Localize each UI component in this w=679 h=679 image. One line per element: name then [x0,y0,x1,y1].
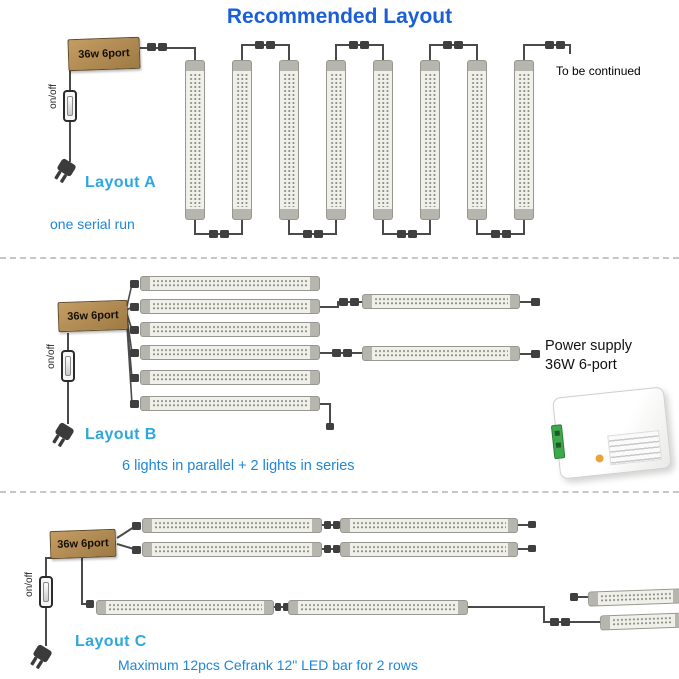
power-supply-terminal-icon [550,424,566,460]
power-switch-a [63,90,77,122]
led-bar-c4 [340,542,518,557]
led-bar-a5 [373,60,393,220]
led-bar-b4 [140,345,320,360]
led-bar-b8 [362,346,520,361]
led-bar-c8 [599,612,679,631]
power-supply-body [550,386,672,480]
layout-a-description: one serial run [50,216,135,232]
power-supply-note-line2: 36W 6-port [545,357,617,373]
led-bar-b7 [362,294,520,309]
layout-c-label: Layout C [75,633,147,650]
led-bar-b5 [140,370,320,385]
layout-c-description: Maximum 12pcs Cefrank 12" LED bar for 2 … [118,657,418,673]
power-switch-b [61,350,75,382]
section-divider-1 [0,257,679,259]
power-supply-label [607,430,663,466]
power-plug-icon-a [54,158,76,183]
led-bar-c2 [340,518,518,533]
led-bar-b2 [140,299,320,314]
connectors-layout-b [130,280,540,430]
led-bar-a2 [232,60,252,220]
led-bar-a6 [420,60,440,220]
layout-b-description: 6 lights in parallel + 2 lights in serie… [122,458,355,474]
led-bar-a4 [326,60,346,220]
led-bar-c3 [142,542,322,557]
led-bar-b1 [140,276,320,291]
switch-rocker-icon [65,356,71,376]
switch-rocker-icon [67,96,73,116]
led-bar-c7 [587,588,679,607]
led-bar-c6 [288,600,468,615]
layout-b-label: Layout B [85,426,157,443]
led-bar-c5 [96,600,274,615]
led-bar-b6 [140,396,320,411]
led-bar-a8 [514,60,534,220]
layout-a-label: Layout A [85,174,157,191]
power-plug-icon-c [30,644,52,669]
section-divider-2 [0,491,679,493]
power-plug-icon-b [52,422,74,447]
power-switch-c [39,576,53,608]
led-bar-a7 [467,60,487,220]
led-bar-a1 [185,60,205,220]
connectors-layout-c [86,521,578,626]
power-supply-note-line1: Power supply [545,338,633,354]
led-bar-b3 [140,322,320,337]
connectors-layout-a [147,41,565,238]
wiring-layout-a [69,44,571,235]
power-supply-image [550,386,672,480]
page-title: Recommended Layout [226,5,453,28]
to-be-continued-note: To be continued [556,64,641,78]
switch-rocker-icon [43,582,49,602]
power-supply-indicator-icon [595,454,604,463]
led-bar-c1 [142,518,322,533]
power-adapter-b: 36w 6port [57,299,129,333]
power-adapter-a: 36w 6port [67,36,141,72]
led-bar-a3 [279,60,299,220]
power-adapter-c: 36w 6port [49,528,117,560]
